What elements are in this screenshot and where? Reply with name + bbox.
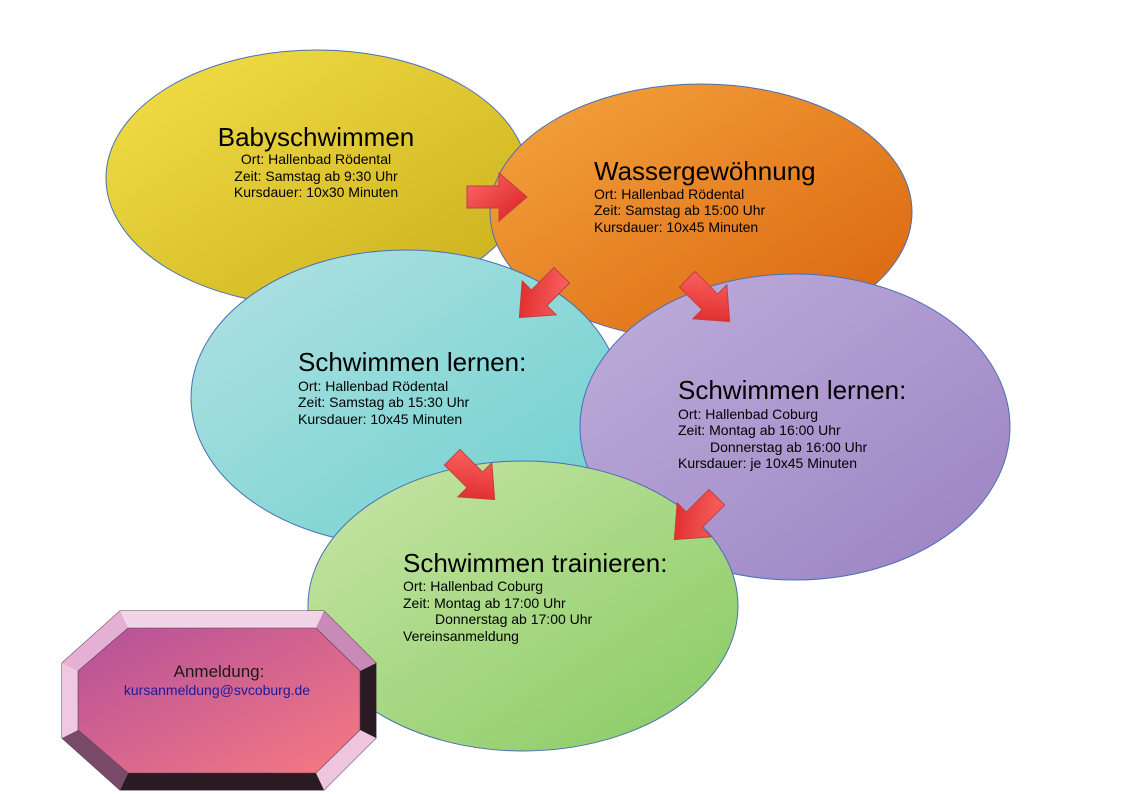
trainieren-zeit2: Donnerstag ab 17:00 Uhr	[435, 611, 593, 627]
wassergewoehnung-dauer: Kursdauer: 10x45 Minuten	[594, 219, 758, 235]
trainieren-verein: Vereinsanmeldung	[403, 628, 519, 644]
trainieren-zeit: Zeit: Montag ab 17:00 Uhr	[403, 595, 566, 611]
lernen-roedental-zeit: Zeit: Samstag ab 15:30 Uhr	[298, 394, 470, 410]
anmeldung-title: Anmeldung:	[174, 662, 265, 681]
babyschwimmen-title: Babyschwimmen	[218, 122, 415, 152]
wassergewoehnung-zeit: Zeit: Samstag ab 15:00 Uhr	[594, 202, 766, 218]
lernen-coburg-zeit: Zeit: Montag ab 16:00 Uhr	[678, 422, 841, 438]
lernen-roedental-title: Schwimmen lernen:	[298, 347, 526, 377]
arrow-wasser-to-lernen-coburg	[678, 270, 731, 323]
lernen-roedental-ort: Ort: Hallenbad Rödental	[298, 378, 448, 394]
lernen-roedental-dauer: Kursdauer: 10x45 Minuten	[298, 411, 462, 427]
schwimmen-lernen-coburg-ellipse	[579, 273, 1011, 581]
wassergewoehnung-title: Wassergewöhnung	[594, 156, 816, 186]
arrow-wasser-to-lernen-roedental	[518, 266, 571, 319]
lernen-coburg-title: Schwimmen lernen:	[678, 375, 906, 405]
lernen-coburg-dauer: Kursdauer: je 10x45 Minuten	[678, 455, 857, 471]
wassergewoehnung-ort: Ort: Hallenbad Rödental	[594, 186, 744, 202]
anmeldung-email-link[interactable]: kursanmeldung@svcoburg.de	[124, 682, 310, 698]
lernen-coburg-ort: Ort: Hallenbad Coburg	[678, 406, 818, 422]
trainieren-ort: Ort: Hallenbad Coburg	[403, 578, 543, 594]
anmeldung-box	[61, 610, 377, 791]
arrow-baby-to-wasser	[466, 171, 528, 223]
schwimmen-trainieren-ellipse	[307, 460, 739, 752]
babyschwimmen-ort: Ort: Hallenbad Rödental	[241, 151, 391, 167]
babyschwimmen-dauer: Kursdauer: 10x30 Minuten	[234, 184, 398, 200]
lernen-coburg-zeit2: Donnerstag ab 16:00 Uhr	[710, 439, 868, 455]
arrow-lernen-coburg-to-trainieren	[673, 488, 726, 541]
babyschwimmen-zeit: Zeit: Samstag ab 9:30 Uhr	[234, 168, 398, 184]
arrow-lernen-roedental-to-trainieren	[443, 448, 496, 501]
trainieren-title: Schwimmen trainieren:	[403, 548, 667, 578]
